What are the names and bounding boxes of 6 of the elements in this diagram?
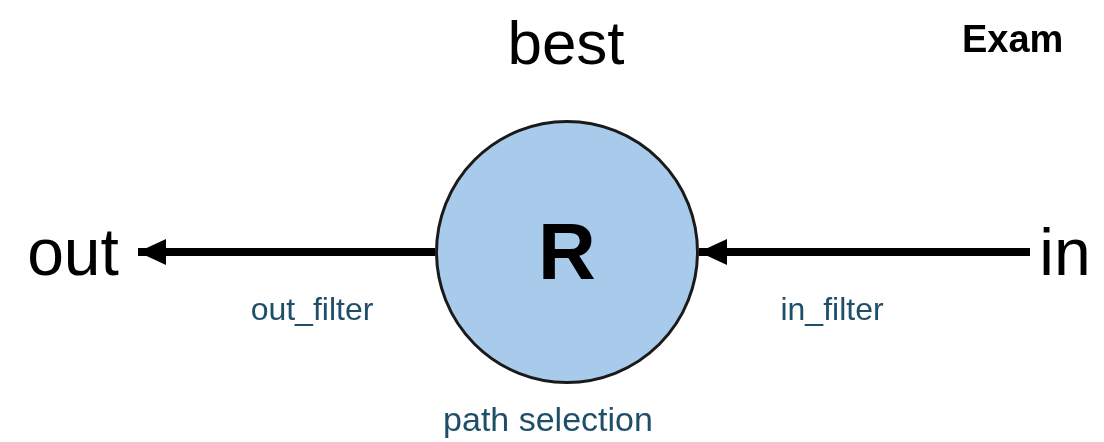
endpoint-label: out xyxy=(8,210,138,294)
router-circle: R xyxy=(435,120,699,384)
endpoint-label: in xyxy=(1030,210,1100,294)
node-caption: path selection xyxy=(443,402,653,436)
heading-text: Exam xyxy=(962,20,1064,58)
node-caption: best xyxy=(507,12,625,74)
